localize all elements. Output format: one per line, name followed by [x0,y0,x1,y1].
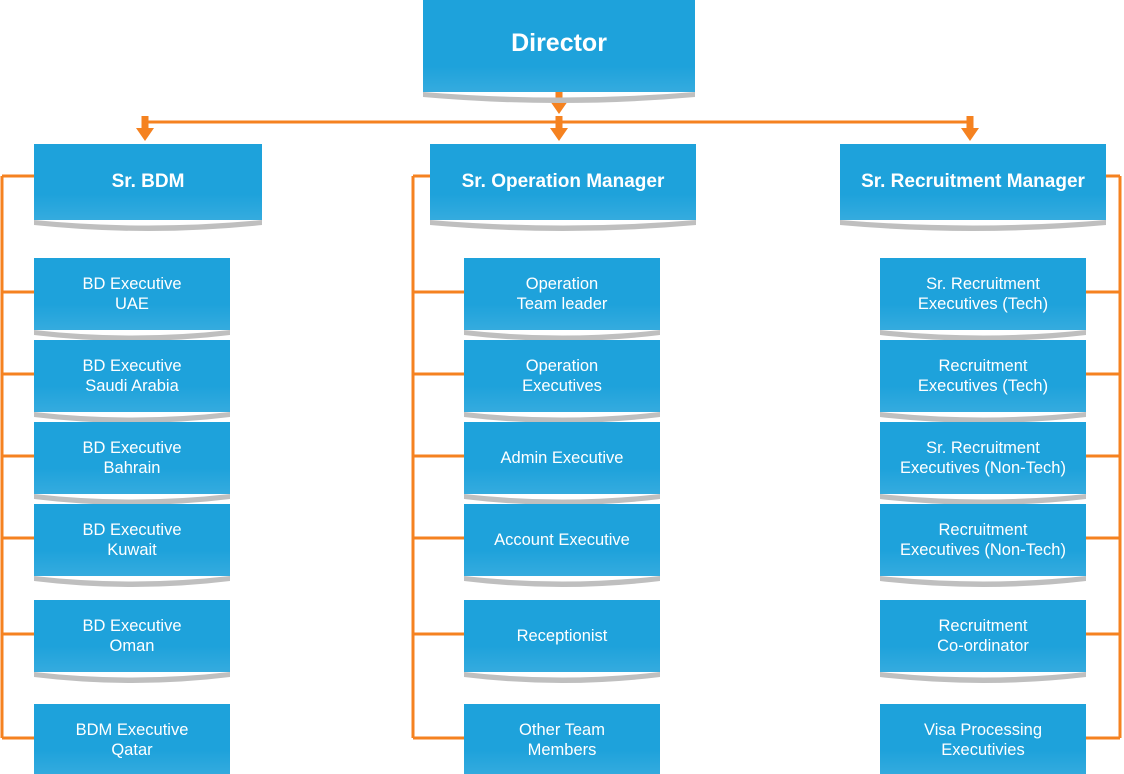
node-label-manager-bdm: Sr. BDM [111,171,185,193]
node-label-report-recruitment-5: Visa Processing Executivies [923,720,1042,759]
node-label-manager-recruitment: Sr. Recruitment Manager [861,171,1085,193]
node-label-report-bdm-5: BDM Executive Qatar [75,720,189,759]
node-label-report-bdm-3: BD Executive Kuwait [82,520,182,559]
node-label-report-bdm-4: BD Executive Oman [82,616,182,655]
box-bottom-curve-shadow [34,672,230,692]
node-report-recruitment-3[interactable]: Recruitment Executives (Non-Tech) [880,504,1086,587]
node-report-bdm-3[interactable]: BD Executive Kuwait [34,504,230,587]
node-label-report-bdm-2: BD Executive Bahrain [82,438,182,477]
node-label-report-operation-4: Receptionist [516,626,608,645]
box-bottom-curve-shadow [464,576,660,596]
arrow-down-manager-operation [550,116,568,141]
node-label-report-recruitment-0: Sr. Recruitment Executives (Tech) [917,274,1049,313]
box-inner-shade [430,194,696,220]
node-label-report-bdm-1: BD Executive Saudi Arabia [82,356,182,395]
node-report-recruitment-1[interactable]: Recruitment Executives (Tech) [880,340,1086,423]
box-bottom-curve-shadow [880,576,1086,596]
node-report-operation-0[interactable]: Operation Team leader [464,258,660,341]
node-label-report-recruitment-2: Sr. Recruitment Executives (Non-Tech) [900,438,1066,477]
box-inner-shade [464,468,660,494]
arrow-down-manager-bdm [136,116,154,141]
node-label-report-recruitment-3: Recruitment Executives (Non-Tech) [900,520,1066,559]
node-report-bdm-2[interactable]: BD Executive Bahrain [34,422,230,505]
node-report-recruitment-5[interactable]: Visa Processing Executivies [880,704,1086,774]
node-report-bdm-5[interactable]: BDM Executive Qatar [34,704,230,774]
node-report-bdm-0[interactable]: BD Executive UAE [34,258,230,341]
node-report-bdm-4[interactable]: BD Executive Oman [34,600,230,683]
box-bottom-curve-shadow [840,220,1106,240]
node-label-report-operation-5: Other Team Members [519,720,605,759]
box-inner-shade [464,646,660,672]
node-report-operation-5[interactable]: Other Team Members [464,704,660,774]
box-bottom-curve-shadow [423,92,695,112]
node-label-manager-operation: Sr. Operation Manager [461,171,665,193]
node-report-recruitment-2[interactable]: Sr. Recruitment Executives (Non-Tech) [880,422,1086,505]
arrow-down-manager-recruitment [961,116,979,141]
node-manager-operation[interactable]: Sr. Operation Manager [430,144,696,231]
node-manager-recruitment[interactable]: Sr. Recruitment Manager [840,144,1106,231]
node-manager-bdm[interactable]: Sr. BDM [34,144,262,231]
node-report-recruitment-0[interactable]: Sr. Recruitment Executives (Tech) [880,258,1086,341]
box-inner-shade [34,194,262,220]
node-report-operation-2[interactable]: Admin Executive [464,422,660,505]
box-bottom-curve-shadow [34,576,230,596]
node-label-report-recruitment-1: Recruitment Executives (Tech) [917,356,1049,395]
node-label-director: Director [511,28,607,57]
node-label-report-bdm-0: BD Executive UAE [82,274,182,313]
box-bottom-curve-shadow [34,220,262,240]
node-report-operation-1[interactable]: Operation Executives [464,340,660,423]
node-label-report-recruitment-4: Recruitment Co-ordinator [937,616,1029,655]
node-report-operation-3[interactable]: Account Executive [464,504,660,587]
node-director[interactable]: Director [423,0,695,103]
node-report-operation-4[interactable]: Receptionist [464,600,660,683]
node-label-report-operation-0: Operation Team leader [516,274,608,313]
box-inner-shade [423,66,695,92]
node-label-report-operation-3: Account Executive [494,530,630,549]
box-inner-shade [840,194,1106,220]
box-bottom-curve-shadow [430,220,696,240]
box-bottom-curve-shadow [880,672,1086,692]
box-inner-shade [464,550,660,576]
arrow-down-root-stem [550,89,568,114]
node-label-report-operation-2: Admin Executive [500,448,624,467]
node-report-bdm-1[interactable]: BD Executive Saudi Arabia [34,340,230,423]
node-report-recruitment-4[interactable]: Recruitment Co-ordinator [880,600,1086,683]
box-bottom-curve-shadow [464,672,660,692]
node-label-report-operation-1: Operation Executives [522,356,602,395]
